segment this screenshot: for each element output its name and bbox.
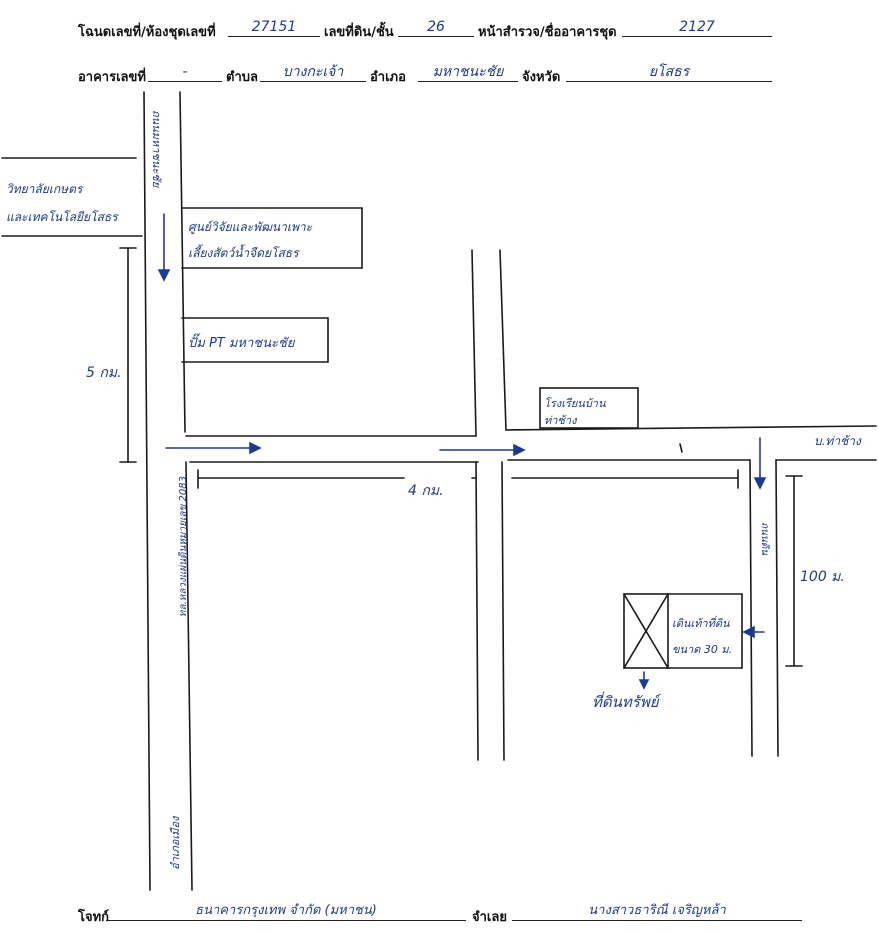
subdistrict-label: ตำบล <box>226 70 258 85</box>
land-line2: ขนาด 30 ม. <box>672 643 733 656</box>
research-line2: เลี้ยงสัตว์น้ำจืดยโสธร <box>188 246 299 260</box>
village-label: บ.ท่าช้าง <box>814 434 861 448</box>
main-road-left-edge <box>143 91 151 891</box>
deed-value: 27151 <box>228 18 320 37</box>
school-line2: ท่าช้าง <box>544 414 577 427</box>
distance-5km: 5 กม. <box>86 365 122 381</box>
survey-label: หน้าสำรวจ/ชื่ออาคารชุด <box>478 25 617 40</box>
province-value: ยโสธร <box>566 63 772 82</box>
research-line1: ศูนย์วิจัยและพัฒนาเพาะ <box>188 220 313 234</box>
property-land-label: ที่ดินทรัพย์ <box>592 693 659 711</box>
main-road-right-edge-lower <box>185 461 193 891</box>
survey-value: 2127 <box>622 18 772 37</box>
district-value: มหาชนะชัย <box>418 63 518 82</box>
defendant-label: จำเลย <box>472 910 507 925</box>
building-value: - <box>148 63 222 82</box>
building-label: อาคารเลขที่ <box>78 70 146 85</box>
highway-road-label: ทล.หลวงแผ่นดินหมายเลข 2083 <box>178 476 189 618</box>
small-road-label: ถนนดิน <box>759 522 770 556</box>
land-value: 26 <box>398 18 474 37</box>
bottom-road-label: อำเภอเมือง <box>169 816 182 870</box>
distance-100m: 100 ม. <box>800 569 845 585</box>
subdistrict-value: บางกะเจ้า <box>260 63 366 82</box>
defendant-value: นางสาวธาริณี เจริญหล้า <box>512 902 802 921</box>
school-line1: โรงเรียนบ้าน <box>544 397 606 410</box>
plaintiff-label: โจทก์ <box>78 910 110 925</box>
main-road-right-edge-upper <box>179 91 186 433</box>
land-line1: เดินเท้าที่ดิน <box>672 617 730 630</box>
deed-label: โฉนดเลขที่/ห้องชุดเลขที่ <box>78 25 216 40</box>
district-label: อำเภอ <box>370 70 406 85</box>
province-label: จังหวัด <box>522 70 561 85</box>
land-label: เลขที่ดิน/ชั้น <box>324 25 394 40</box>
pt-station-label: ปั๊ม PT มหาชนะชัย <box>188 336 295 351</box>
top-road-label: ถนนมหาชนะชัย <box>150 110 163 188</box>
college-line1: วิทยาลัยเกษตร <box>6 182 83 196</box>
plaintiff-value: ธนาคารกรุงเทพ จำกัด (มหาชน) <box>106 902 466 921</box>
distance-4km: 4 กม. <box>408 483 444 499</box>
college-line2: และเทคโนโลยียโสธร <box>6 210 118 224</box>
